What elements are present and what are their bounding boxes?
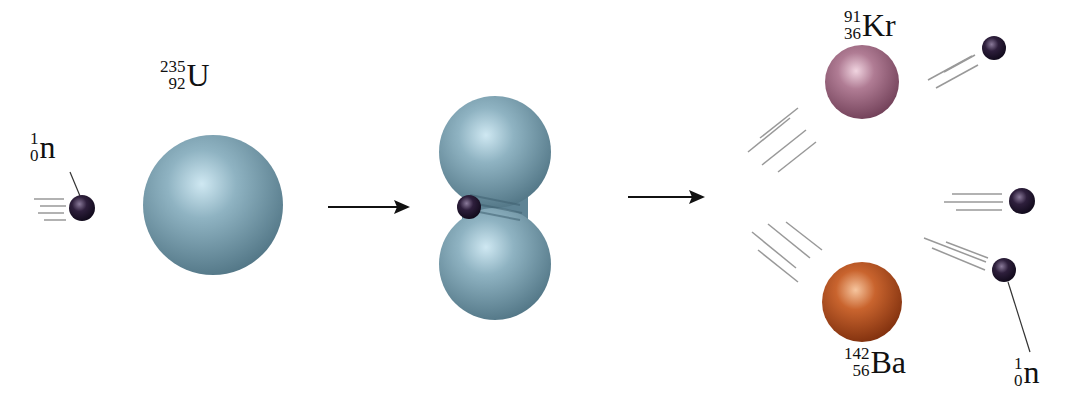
krypton-nucleus [825,45,899,119]
leader-line [1008,282,1030,352]
neutron [1009,188,1035,214]
neutron-label: 10n [1014,355,1040,389]
atomic-number: 0 [1014,372,1023,389]
speed-lines [748,108,816,172]
reaction-arrow [628,196,693,198]
neutron [457,195,481,219]
uranium-label: 23592U [160,58,210,92]
element-symbol: Kr [862,8,896,42]
arrow-head [394,200,410,214]
barium-nucleus [822,262,902,342]
element-symbol: n [1024,355,1040,389]
mass-number: 235 [160,58,186,75]
atomic-number: 0 [30,147,39,164]
neutron [982,36,1006,60]
element-symbol: n [40,130,56,164]
reaction-arrow [328,206,398,208]
atomic-number: 56 [844,362,870,379]
uranium-nucleus [143,135,283,275]
neutron-label: 10n [30,130,56,164]
mass-number: 1 [30,130,39,147]
element-symbol: U [187,58,210,92]
speed-lines [752,222,822,282]
element-symbol: Ba [871,345,907,379]
neutron [69,195,95,221]
speed-lines [924,55,1003,270]
neutron [992,258,1016,282]
speed-lines [34,199,66,220]
deformed-nucleus [439,96,551,320]
barium-label: 14256Ba [844,345,906,379]
atomic-number: 36 [844,25,861,42]
arrow-head [689,190,705,204]
mass-number: 91 [844,8,861,25]
mass-number: 142 [844,345,870,362]
atomic-number: 92 [160,75,186,92]
mass-number: 1 [1014,355,1023,372]
krypton-label: 9136Kr [844,8,896,42]
leader-line [70,172,80,196]
